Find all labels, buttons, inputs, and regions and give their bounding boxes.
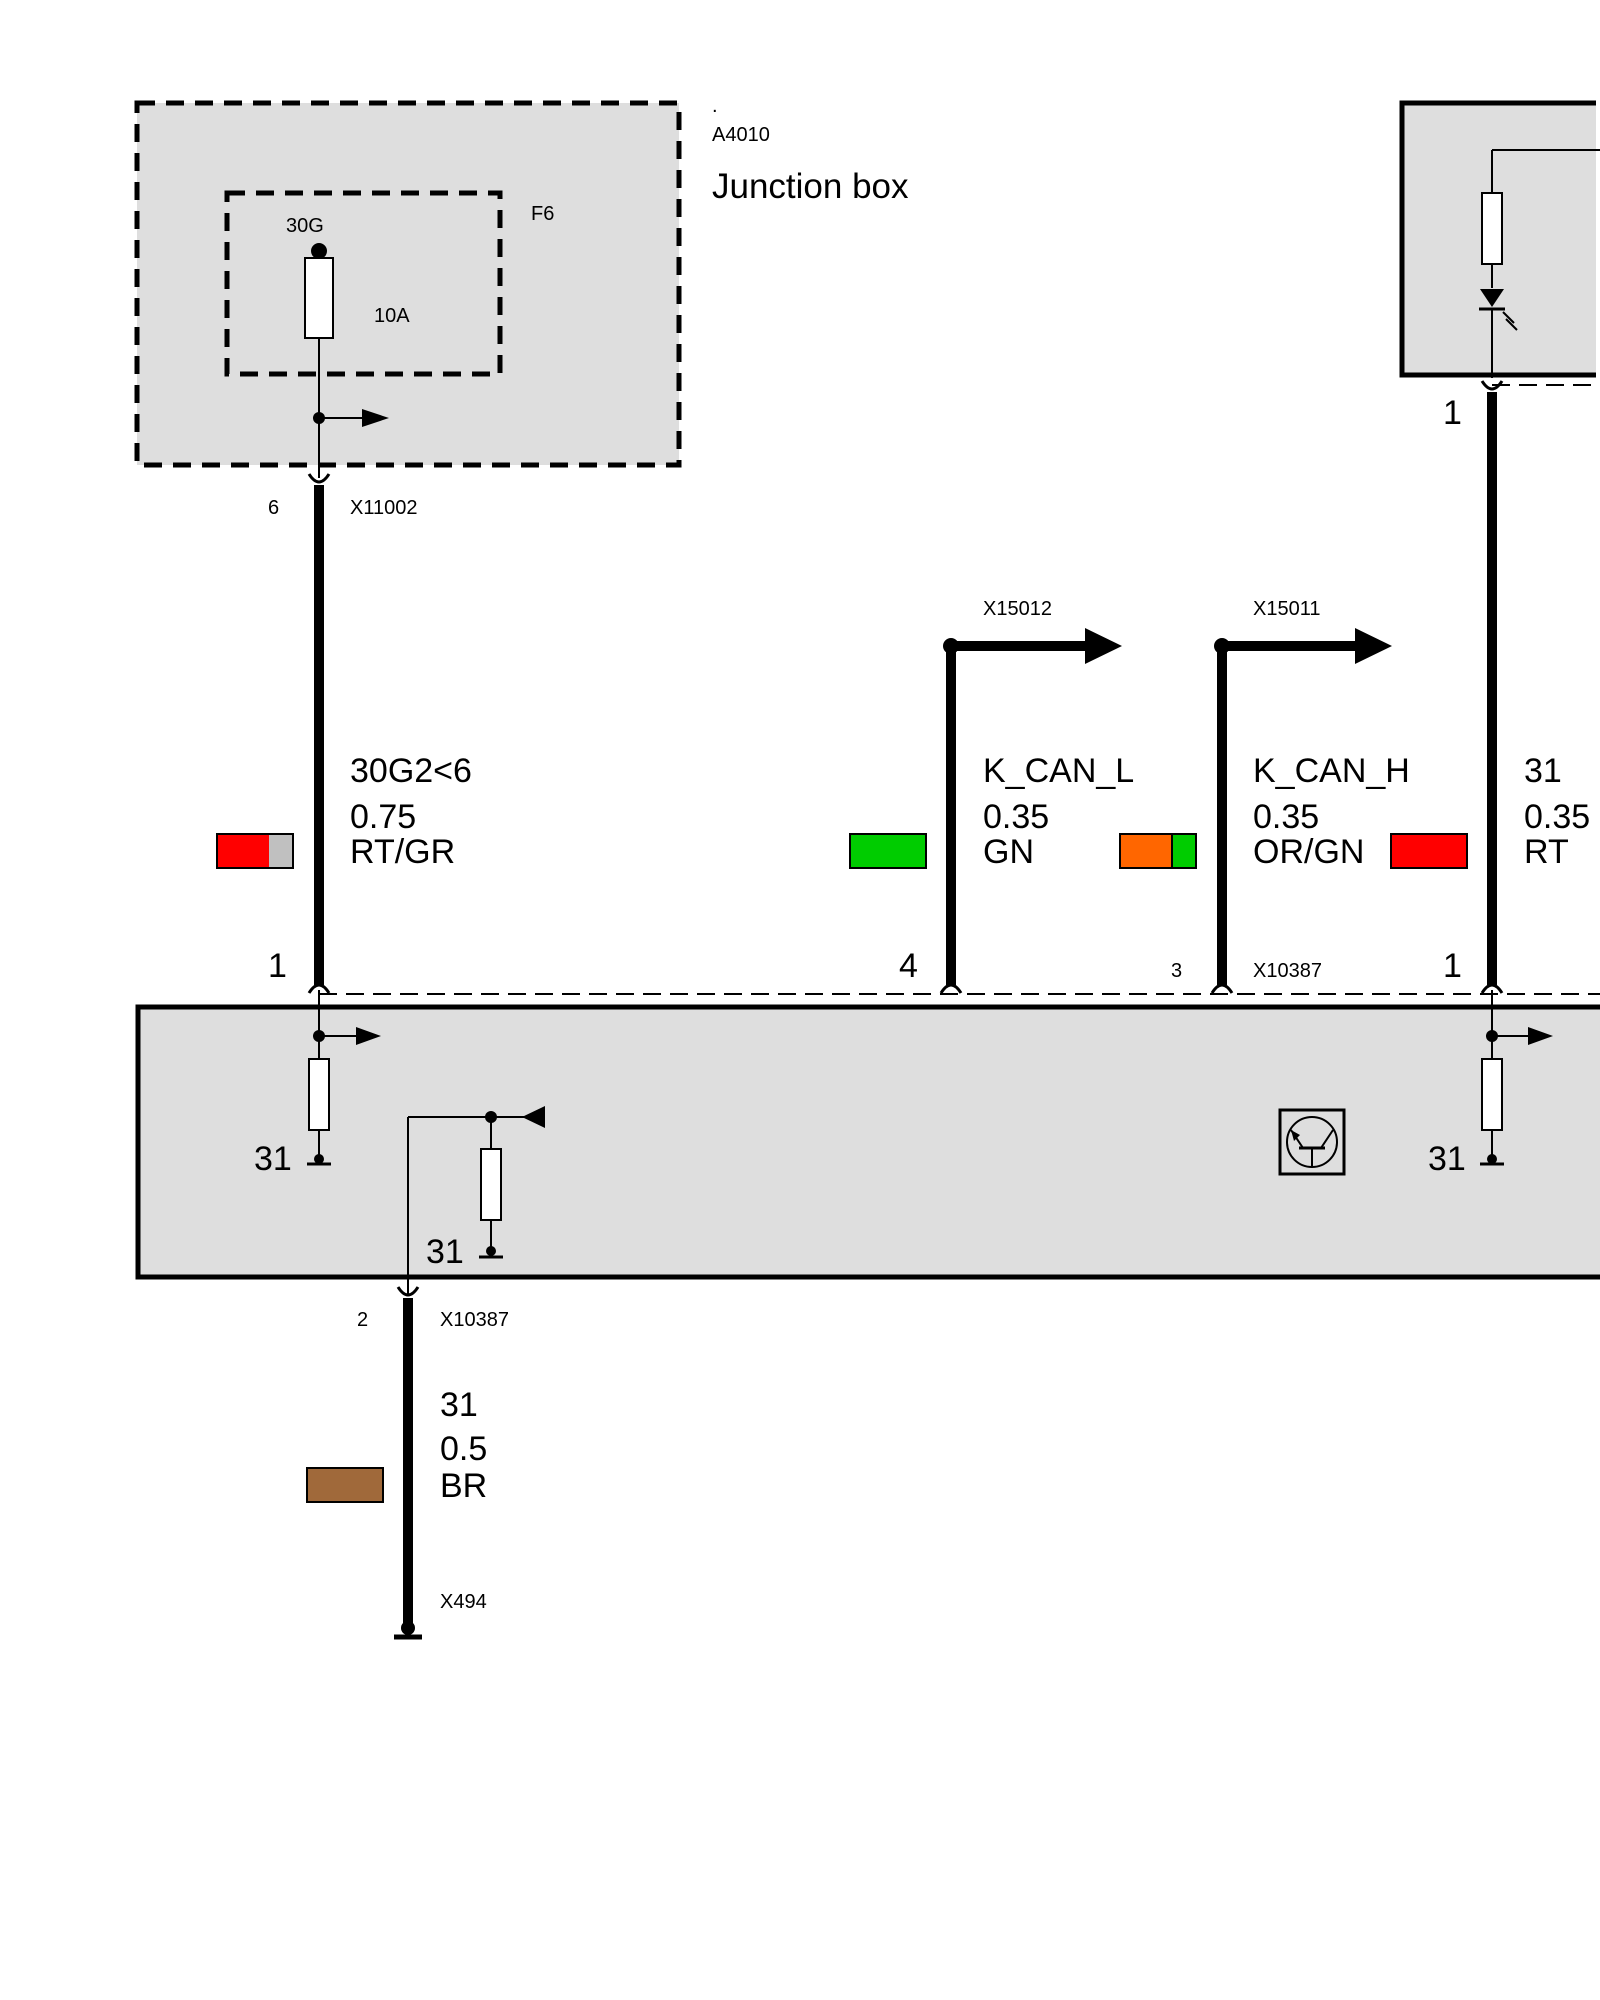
resistor-icon: [308, 1058, 330, 1131]
arrow-icon: [1528, 1027, 1553, 1045]
arrow-icon: [313, 409, 389, 427]
wire-color-code: BR: [440, 1467, 487, 1505]
fuse-rating: 10A: [374, 305, 410, 327]
ground-icon: [307, 1154, 331, 1166]
connector-id: X11002: [350, 497, 417, 519]
junction-box-name: Junction box: [712, 167, 909, 206]
fuse-terminal: 30G: [286, 215, 324, 237]
wire-signal: 30G2<6: [350, 752, 472, 790]
ground-label: 31: [254, 1140, 292, 1178]
connector-id: X10387: [440, 1309, 509, 1331]
fuse-id: F6: [531, 203, 554, 225]
resistor-icon: [1481, 1058, 1503, 1131]
ground-point-id: X494: [440, 1591, 487, 1613]
wire-k-can-h: [1210, 628, 1392, 994]
junction-box-id: A4010: [712, 124, 770, 146]
wire-swatch-br: [306, 1467, 384, 1503]
connector-id: X15012: [983, 598, 1052, 620]
junction-box-dot: .: [712, 95, 718, 117]
wire-size: 0.35: [1253, 798, 1319, 836]
wire-31-right: [1480, 380, 1504, 994]
connector-id: X15011: [1253, 598, 1320, 620]
wire-k-can-l: [939, 628, 1122, 994]
wire-signal: K_CAN_L: [983, 752, 1134, 790]
wire-color-code: GN: [983, 833, 1034, 871]
connector-id: X10387: [1253, 960, 1322, 982]
wire-size: 0.5: [440, 1430, 487, 1468]
wire-signal: 31: [1524, 752, 1562, 790]
wire-color-code: RT: [1524, 833, 1569, 871]
wire-size: 0.35: [1524, 798, 1590, 836]
wire-swatch-rt-gr: [216, 833, 294, 869]
wire-size: 0.75: [350, 798, 416, 836]
connector-pin: 4: [899, 947, 918, 985]
fuse-icon: [304, 243, 334, 478]
connector-pin: 2: [357, 1309, 368, 1331]
connector-pin: 1: [268, 947, 287, 985]
wire-swatch-rt: [1390, 833, 1468, 869]
junction-box: [134, 100, 682, 478]
wire-color-code: OR/GN: [1253, 833, 1364, 871]
ground-label: 31: [1428, 1140, 1466, 1178]
top-right-component: [1399, 0, 1600, 386]
wire-signal: K_CAN_H: [1253, 752, 1410, 790]
resistor-icon: [1481, 192, 1503, 265]
wire-31-ground: [394, 1286, 422, 1640]
connector-pin: 6: [268, 497, 279, 519]
arrow-icon: [522, 1106, 545, 1128]
ground-icon: [1480, 1154, 1504, 1166]
wire-30g: [307, 473, 331, 994]
resistor-icon: [480, 1148, 502, 1221]
ground-label: 31: [426, 1233, 464, 1271]
connector-pin: 1: [1443, 394, 1462, 432]
transistor-icon: [1278, 1108, 1346, 1176]
wire-color-code: RT/GR: [350, 833, 455, 871]
arrow-icon: [1355, 628, 1392, 664]
arrow-icon: [1085, 628, 1122, 664]
connector-pin: 3: [1171, 960, 1182, 982]
wire-swatch-gn: [849, 833, 927, 869]
connector-pin: 1: [1443, 947, 1462, 985]
wire-signal: 31: [440, 1386, 478, 1424]
arrow-icon: [356, 1027, 381, 1045]
wire-swatch-or-gn: [1119, 833, 1197, 869]
wire-size: 0.35: [983, 798, 1049, 836]
ground-icon: [479, 1246, 503, 1259]
control-module: [135, 990, 1600, 1295]
